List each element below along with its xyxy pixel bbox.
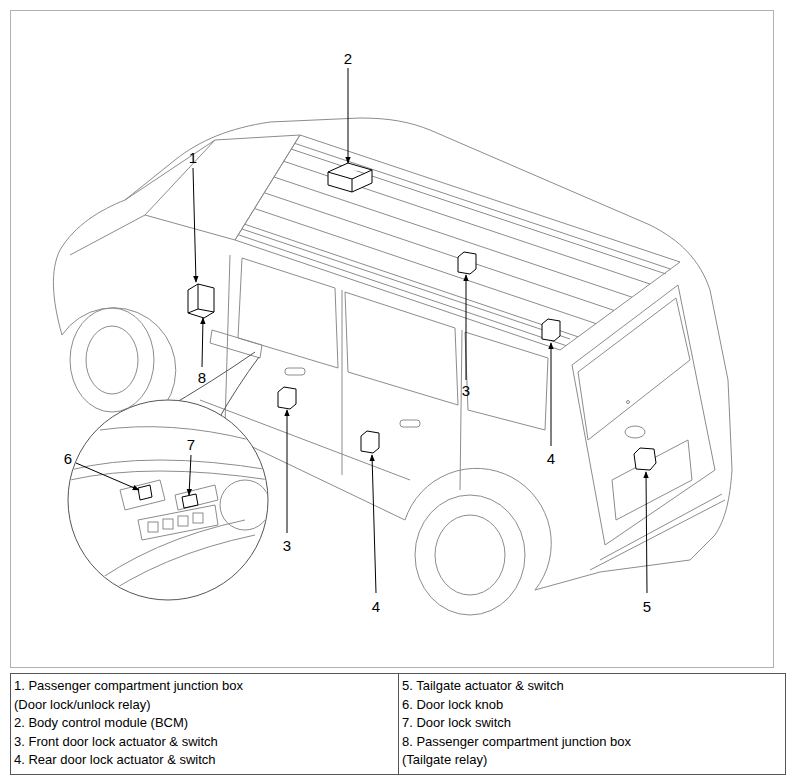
leader-line: [348, 68, 349, 163]
leader-line: [202, 318, 203, 367]
table-cell: 8. Passenger compartment junction box (T…: [402, 733, 647, 770]
junction-box: [188, 284, 214, 318]
windshield: [145, 135, 300, 240]
leader-line: [372, 455, 376, 593]
rear-tire: [415, 495, 525, 615]
quarter-window: [465, 332, 548, 430]
door-belt-line: [70, 460, 270, 470]
door-lock-knob: [138, 485, 152, 500]
table-cell: 1. Passenger compartment junction box (D…: [14, 677, 259, 714]
table-cell: 4. Rear door lock actuator & switch: [14, 751, 394, 770]
door-seam: [460, 330, 462, 490]
tailgate: [572, 285, 715, 545]
license-plate-recess: [612, 440, 692, 520]
callout-number: 1: [189, 150, 197, 165]
window-switch: [193, 513, 203, 523]
table-cell: 3. Front door lock actuator & switch: [14, 733, 394, 752]
legend-table-divider: [398, 674, 399, 775]
leader-line: [76, 463, 139, 490]
door-handle: [285, 368, 305, 375]
leader-line: [193, 168, 196, 282]
window-edge: [100, 427, 250, 440]
roof-rib: [264, 193, 614, 311]
roof-rib: [274, 177, 632, 297]
door-handle: [400, 420, 420, 427]
leader-line: [287, 410, 288, 533]
zoom-wedge-line: [218, 357, 259, 420]
legend-table-border: [11, 674, 786, 775]
table-cell: 7. Door lock switch: [402, 714, 782, 733]
door-lock-switch: [182, 494, 198, 508]
table-cell: 6. Door lock knob: [402, 696, 782, 715]
door-lock-actuator: [458, 252, 476, 274]
table-cell: 2. Body control module (BCM): [14, 714, 394, 733]
zoom-circle: [68, 400, 268, 600]
callout-number: 5: [643, 599, 651, 614]
callout-number: 4: [372, 599, 380, 614]
door-lock-actuator: [278, 387, 296, 409]
callout-number: 4: [547, 451, 555, 466]
callout-number: 8: [198, 370, 206, 385]
leader-line: [646, 472, 647, 593]
window-switch: [148, 522, 158, 532]
window-switch-block: [138, 505, 218, 540]
emblem: [625, 426, 645, 438]
tailgate-actuator: [634, 448, 656, 470]
roof-rib: [245, 224, 578, 337]
roof-rib: [284, 161, 650, 284]
armrest-line: [95, 535, 255, 602]
rear-bumper: [590, 494, 725, 570]
hood-line: [125, 140, 215, 200]
front-rim: [86, 326, 138, 394]
window-switch: [178, 516, 188, 526]
callout-number: 6: [64, 451, 72, 466]
callout-number: 7: [187, 437, 195, 452]
callout-number: 3: [283, 538, 291, 553]
rear-rim: [435, 515, 505, 595]
leader-line: [466, 275, 467, 380]
switch-panel: [210, 330, 262, 358]
rear-camera: [627, 401, 630, 404]
door-seam: [225, 255, 230, 425]
window-switch: [163, 519, 173, 529]
table-cell: 5. Tailgate actuator & switch: [402, 677, 782, 696]
roof-rail: [238, 229, 570, 346]
front-tire: [70, 308, 154, 412]
hood-line: [70, 215, 145, 255]
body-control-module: [328, 163, 372, 192]
callout-number: 2: [344, 51, 352, 66]
leader-line: [551, 343, 552, 446]
door-speaker: [220, 480, 270, 530]
rear-side-window: [345, 292, 458, 405]
door-lock-actuator: [542, 319, 560, 341]
lock-switch-bezel: [175, 485, 218, 510]
door-belt-line: [70, 471, 270, 480]
roof-outline: [235, 135, 680, 350]
door-lock-actuator: [361, 431, 379, 453]
figure-frame: [11, 11, 774, 668]
roof-rib: [255, 209, 597, 324]
leader-line: [189, 455, 191, 495]
front-side-window: [238, 258, 338, 368]
door-seam: [342, 290, 343, 475]
rear-glass: [578, 298, 690, 440]
callout-number: 3: [462, 383, 470, 398]
armrest-line: [85, 520, 245, 590]
